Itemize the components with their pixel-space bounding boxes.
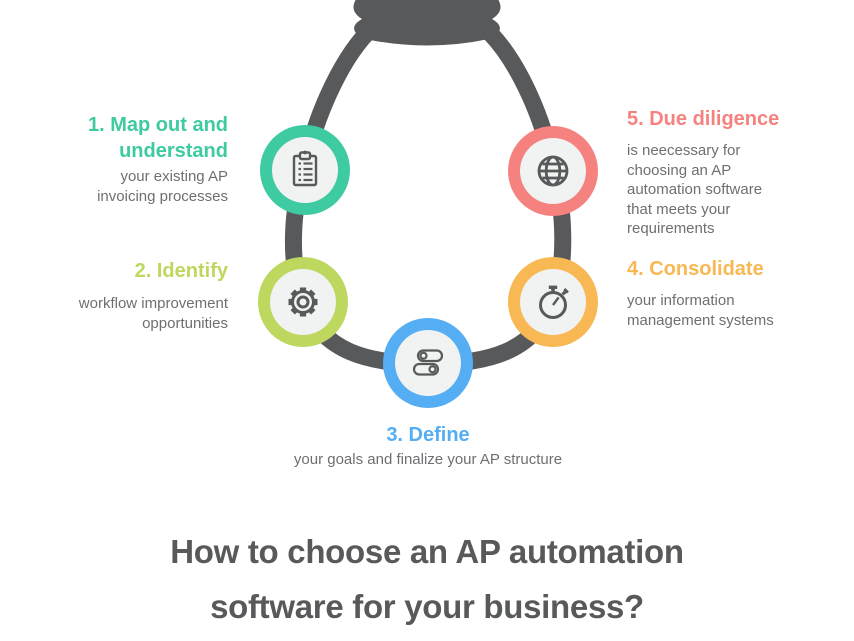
step-5-body: is neecessary for choosing an AP automat… [627, 142, 763, 237]
step-1-node [260, 125, 350, 215]
toggle-switches-icon [412, 349, 444, 376]
step-4-heading: 4. Consolidate [627, 258, 764, 280]
step-5-block: 5. Due diligence is neecessary for choos… [627, 106, 787, 239]
step-1-block: 1. Map out and understand your existing … [68, 112, 228, 206]
stopwatch-icon [539, 285, 569, 319]
step-3-heading: 3. Define [386, 424, 470, 446]
step-3-block: 3. Define your goals and finalize your A… [178, 422, 678, 470]
step-4-node [508, 257, 598, 347]
globe-icon [537, 155, 569, 187]
step-1-node-inner [272, 137, 338, 203]
bulb-screw-base [353, 0, 501, 46]
step-4-body: your information management systems [627, 292, 774, 329]
page-title: How to choose an AP automation software … [170, 533, 684, 625]
step-5-heading: 5. Due diligence [627, 108, 780, 130]
clipboard-checklist-icon [292, 150, 318, 187]
step-2-node [258, 257, 348, 347]
gear-icon [288, 287, 318, 317]
step-5-node-inner [520, 138, 586, 204]
step-1-body: your existing AP invoicing processes [97, 168, 228, 205]
step-3-body: your goals and finalize your AP structur… [293, 451, 563, 468]
step-2-body: workflow improvement opportunities [78, 295, 228, 332]
step-3-node [383, 318, 473, 408]
step-1-heading: 1. Map out and understand [88, 114, 228, 162]
step-4-node-inner [520, 269, 586, 335]
step-2-heading: 2. Identify [134, 260, 228, 282]
step-2-node-inner [270, 269, 336, 335]
step-5-node [508, 126, 598, 216]
step-3-node-inner [395, 330, 461, 396]
step-4-block: 4. Consolidate your information manageme… [627, 256, 792, 330]
step-2-block: 2. Identify workflow improvement opportu… [68, 258, 228, 333]
